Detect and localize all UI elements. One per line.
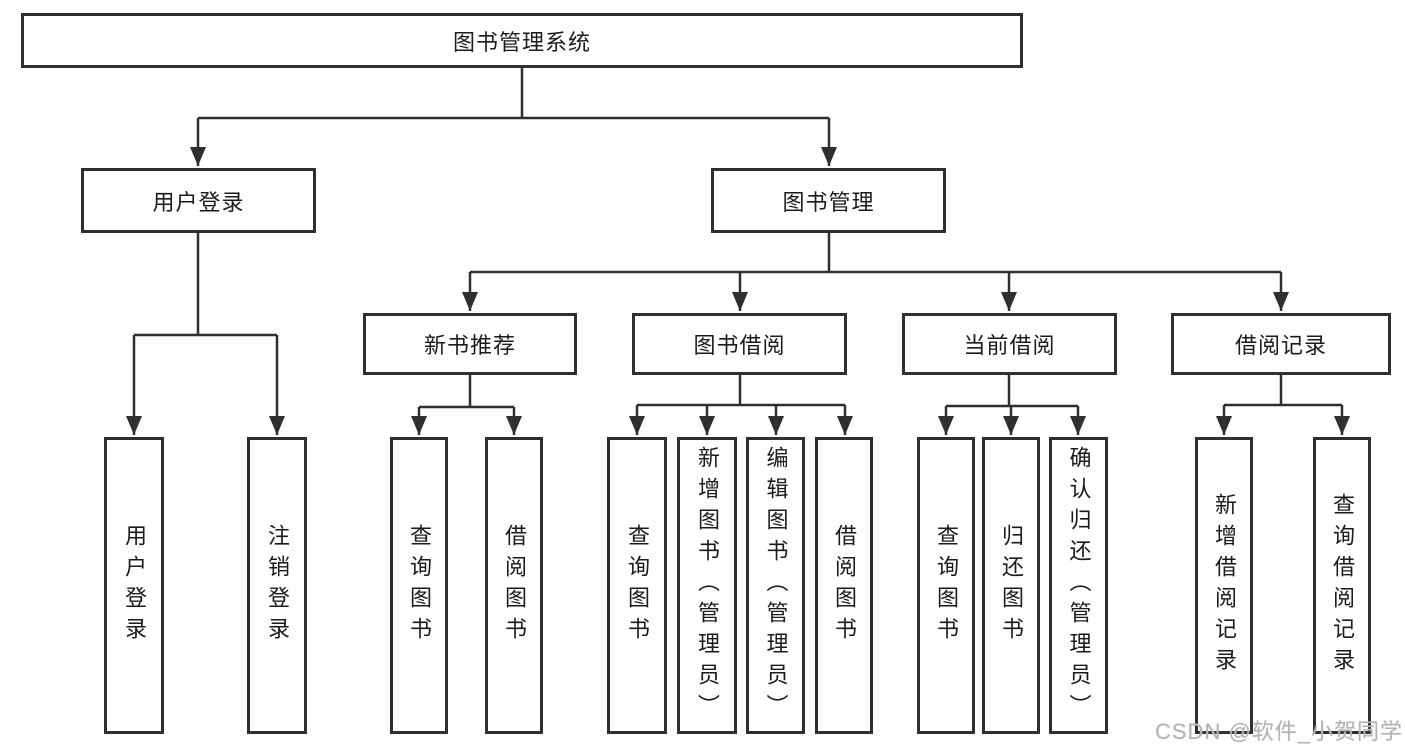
leaf-label: 新增借阅记录 (1212, 492, 1237, 679)
leaf-borrow-books-recommend: 借阅图书 (485, 437, 543, 734)
node-label: 图书管理系统 (452, 29, 591, 55)
node-label: 图书借阅 (693, 333, 786, 358)
leaf-label: 编辑图书（管理员） (763, 446, 789, 725)
leaf-label: 归还图书 (999, 523, 1024, 648)
leaf-borrow-books: 借阅图书 (815, 437, 873, 734)
leaf-label: 查询图书 (934, 523, 959, 648)
leaf-label: 借阅图书 (832, 523, 857, 648)
leaf-label: 查询借阅记录 (1330, 492, 1355, 679)
leaf-label: 注销登录 (265, 523, 290, 648)
node-new-book-recommend: 新书推荐 (363, 313, 577, 375)
node-borrow-records: 借阅记录 (1171, 313, 1391, 375)
node-label: 当前借阅 (963, 333, 1056, 358)
leaf-user-login: 用户登录 (104, 437, 164, 734)
leaf-confirm-return-admin: 确认归还（管理员） (1049, 437, 1108, 734)
node-current-borrowing: 当前借阅 (902, 313, 1117, 375)
leaf-label: 查询图书 (407, 523, 432, 648)
node-user-login: 用户登录 (81, 168, 316, 233)
leaf-add-books-admin: 新增图书（管理员） (677, 437, 737, 734)
leaf-label: 借阅图书 (502, 523, 527, 648)
leaf-query-books-borrow: 查询图书 (607, 437, 667, 734)
leaf-return-books: 归还图书 (982, 437, 1040, 734)
leaf-query-borrow-record: 查询借阅记录 (1313, 437, 1371, 734)
leaf-add-borrow-record: 新增借阅记录 (1195, 437, 1253, 734)
leaf-label: 新增图书（管理员） (695, 446, 720, 725)
leaf-label: 查询图书 (625, 523, 650, 648)
leaf-query-books-recommend: 查询图书 (390, 437, 448, 734)
leaf-query-books-current: 查询图书 (917, 437, 975, 734)
leaf-label: 用户登录 (122, 523, 147, 648)
node-label: 图书管理 (782, 189, 875, 215)
watermark: CSDN @软件_小贺同学 (1155, 719, 1404, 744)
node-book-borrowing: 图书借阅 (632, 313, 847, 375)
leaf-label: 确认归还（管理员） (1066, 446, 1092, 725)
leaf-edit-books-admin: 编辑图书（管理员） (746, 437, 805, 734)
node-book-management: 图书管理 (711, 168, 946, 233)
node-label: 新书推荐 (423, 333, 516, 358)
node-label: 借阅记录 (1234, 333, 1327, 358)
leaf-logout: 注销登录 (247, 437, 307, 734)
node-root: 图书管理系统 (21, 13, 1023, 68)
node-label: 用户登录 (152, 189, 245, 215)
